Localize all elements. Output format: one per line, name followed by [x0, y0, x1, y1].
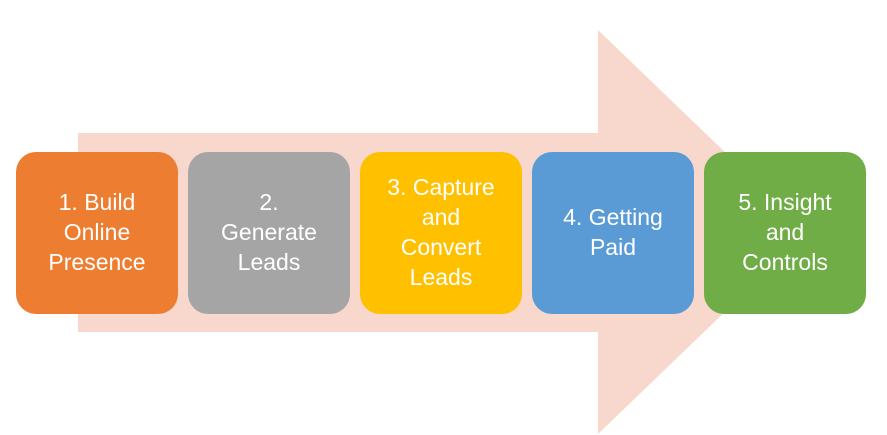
step-generate-leads: 2. Generate Leads: [188, 152, 350, 314]
step-getting-paid: 4. Getting Paid: [532, 152, 694, 314]
step-build-online-presence: 1. Build Online Presence: [16, 152, 178, 314]
step-insight-controls: 5. Insight and Controls: [704, 152, 866, 314]
step-capture-convert-leads: 3. Capture and Convert Leads: [360, 152, 522, 314]
